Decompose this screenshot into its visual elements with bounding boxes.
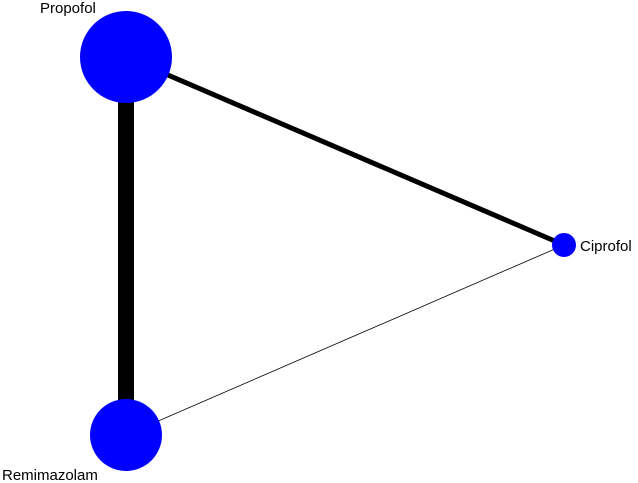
label-remimazolam: Remimazolam <box>2 467 98 483</box>
label-ciprofol: Ciprofol <box>580 238 632 255</box>
node-propofol <box>80 11 172 103</box>
label-propofol: Propofol <box>40 0 96 17</box>
edge-propofol-ciprofol <box>125 54 565 248</box>
node-ciprofol <box>552 233 576 257</box>
edge-ciprofol-remimazolam <box>125 244 565 436</box>
node-remimazolam <box>90 399 162 471</box>
